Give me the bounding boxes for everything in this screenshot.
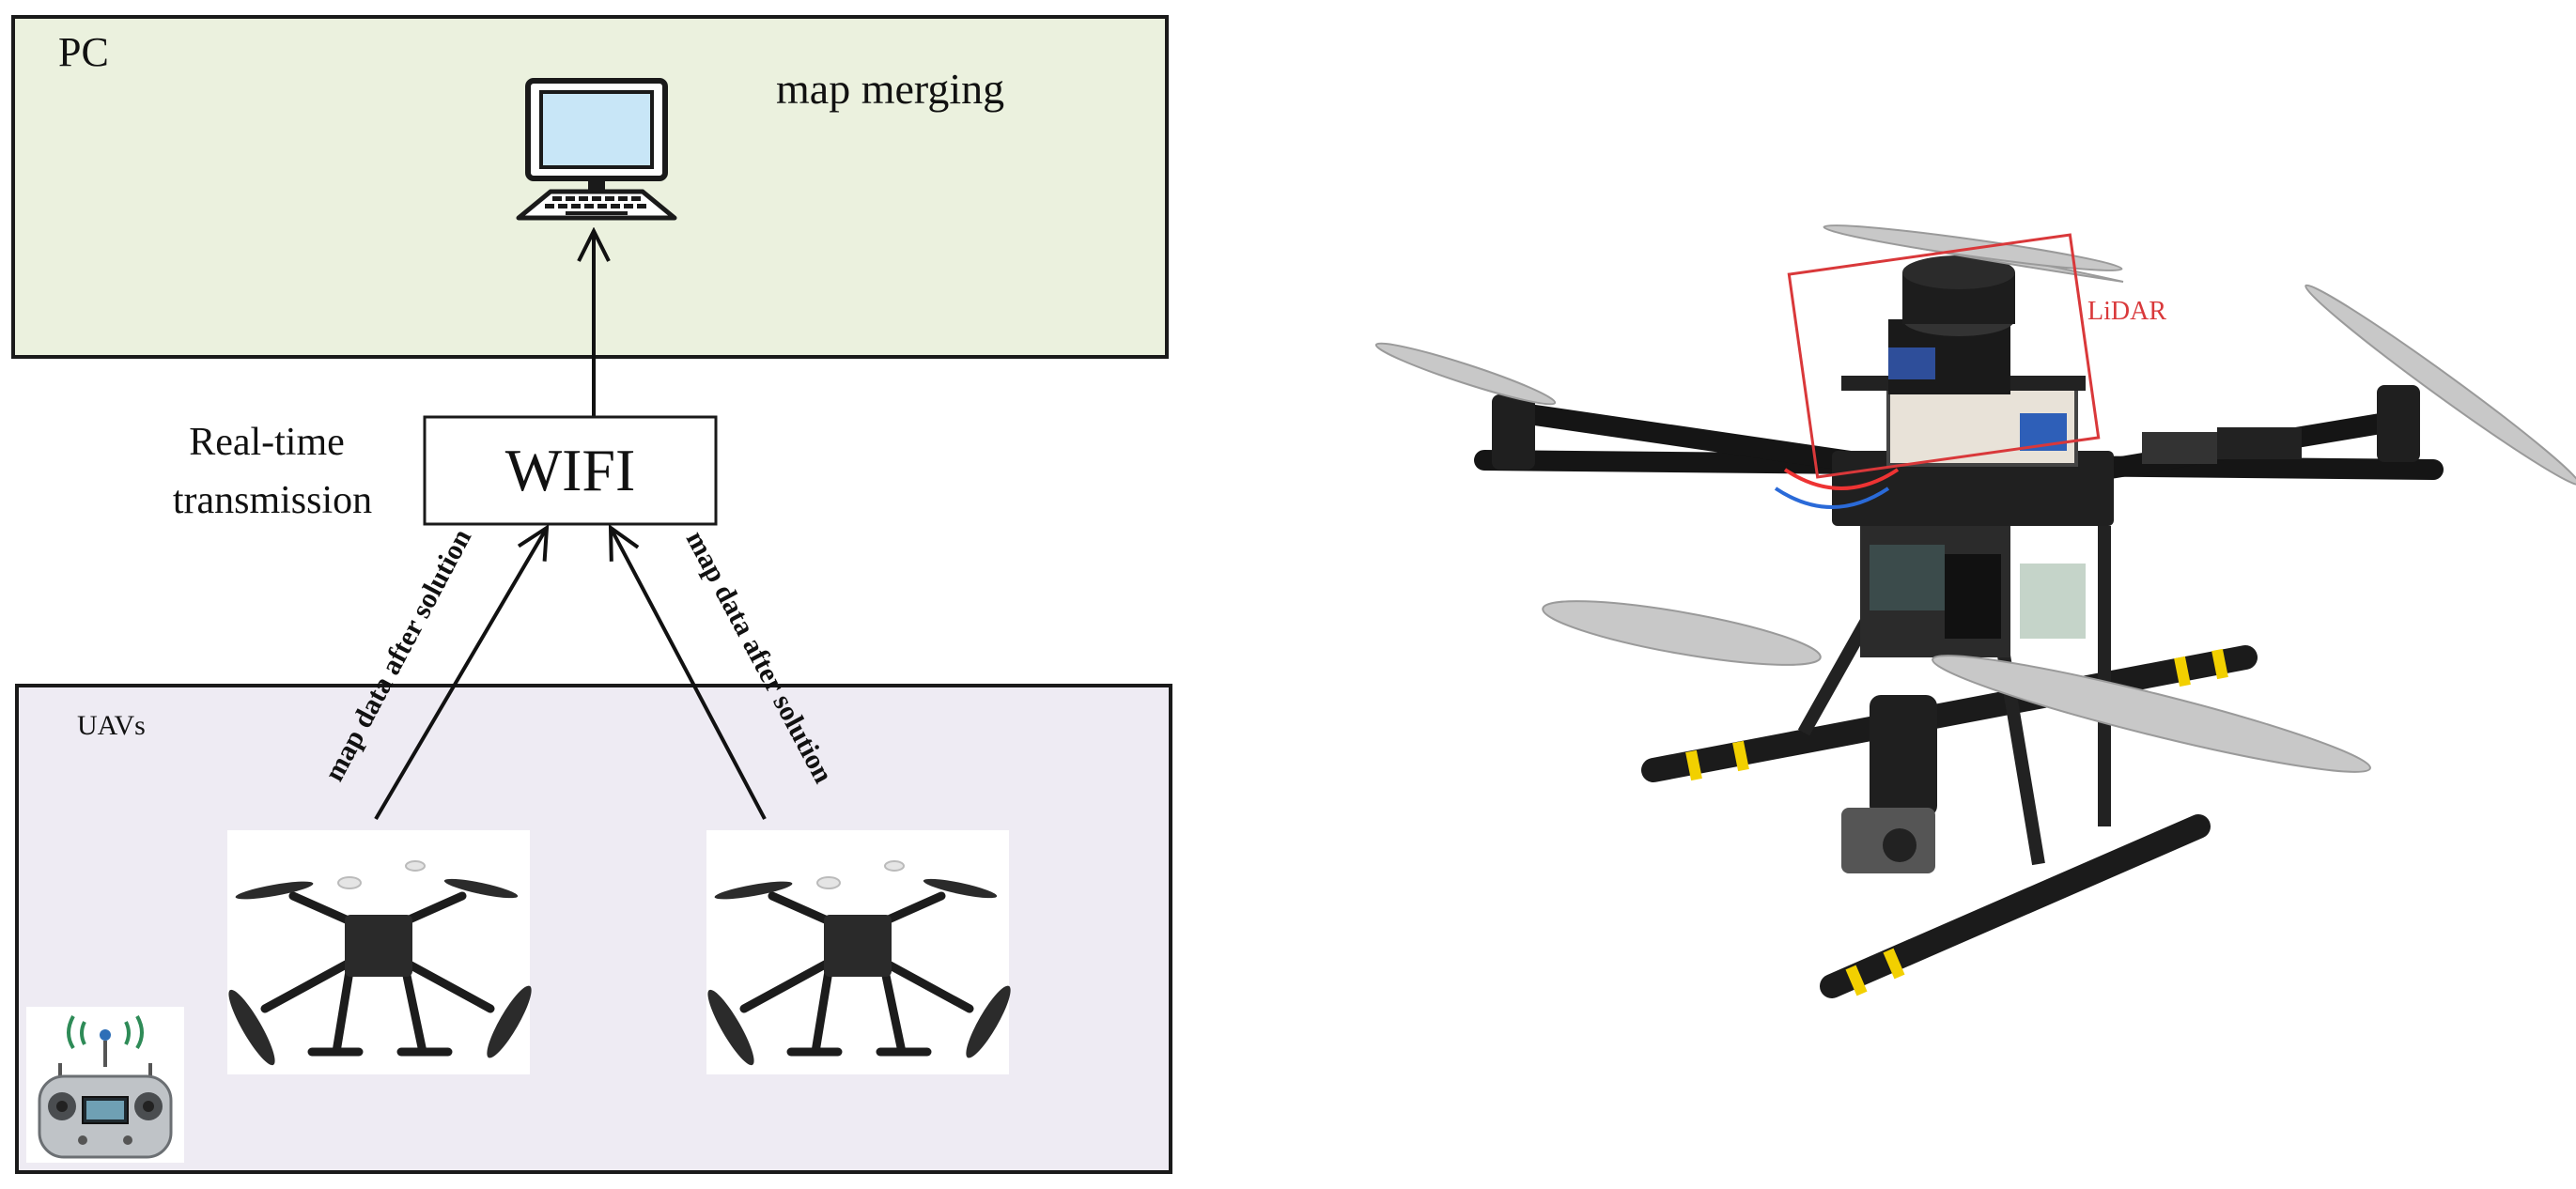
remote-controller-icon <box>26 1007 184 1163</box>
transmission-label: Real-time transmission <box>173 421 372 522</box>
laptop-icon <box>516 78 677 221</box>
pc-label: PC <box>58 29 109 75</box>
uav-box: UAVs <box>15 684 1172 1174</box>
transmission-line-1: Real-time <box>189 421 345 464</box>
arrow-uav1-to-wifi <box>374 528 547 821</box>
lidar-drone-photo: LiDAR <box>1374 224 2576 998</box>
lidar-highlight-box <box>1787 233 2101 479</box>
map-merging-label: map merging <box>776 65 1004 113</box>
lidar-label: LiDAR <box>2087 297 2166 326</box>
pc-box: PC map merging <box>11 15 1169 359</box>
central-stack <box>1774 376 2302 657</box>
drone-icon <box>227 830 532 1074</box>
wifi-box: WIFI <box>423 415 718 526</box>
lidar-unit <box>1888 255 2015 394</box>
transmission-line-2: transmission <box>173 479 372 522</box>
propellers <box>1374 224 2576 773</box>
drone-icon <box>706 830 1011 1074</box>
wifi-label: WIFI <box>505 437 636 503</box>
arrow-uav2-to-wifi <box>611 528 767 820</box>
uavs-label: UAVs <box>77 710 146 741</box>
wifi-box-frame <box>423 415 718 526</box>
motors <box>1492 385 2420 873</box>
